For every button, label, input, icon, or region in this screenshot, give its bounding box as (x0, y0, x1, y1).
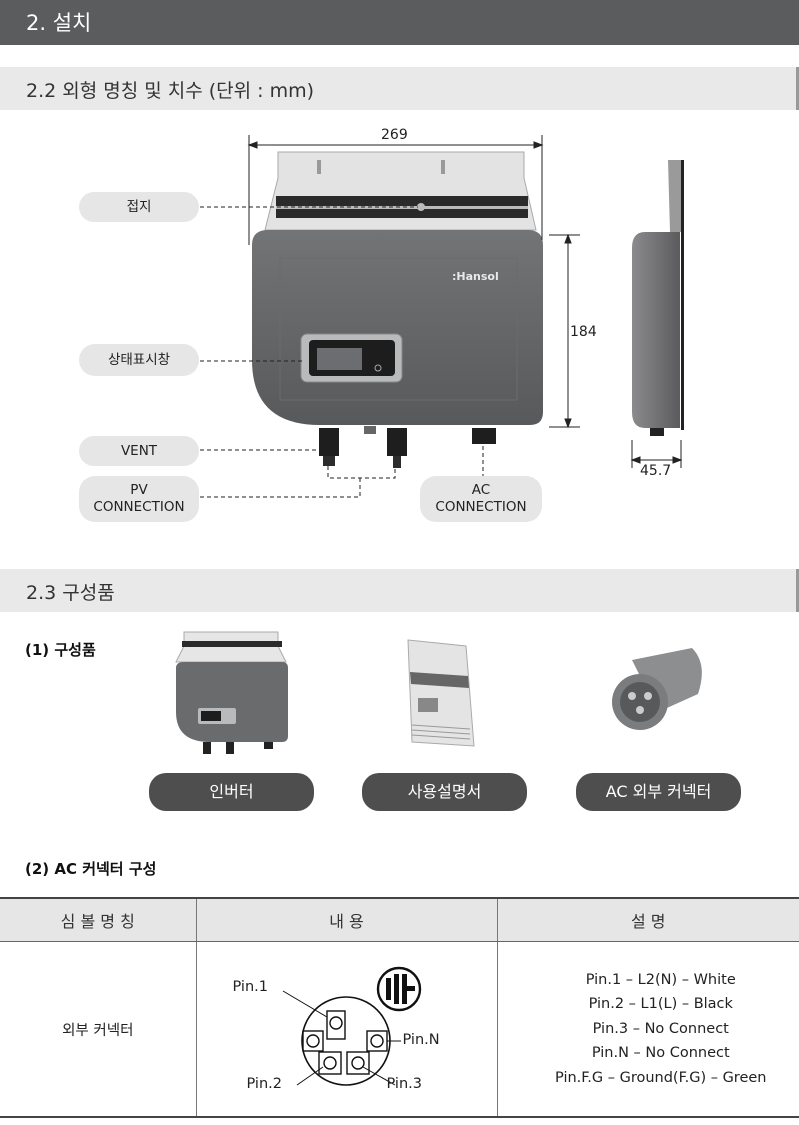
table-header-row: 심 볼 명 칭 내 용 설 명 (0, 897, 799, 942)
subsection-title: 2.2 외형 명칭 및 치수 (단위 : mm) (26, 80, 315, 102)
component-label-inverter: 인버터 (149, 773, 314, 811)
inverter-body (252, 230, 543, 425)
ac-connector-table: 심 볼 명 칭 내 용 설 명 외부 커넥터 (0, 897, 799, 1118)
callout-ac-connection: AC CONNECTION (420, 476, 542, 522)
callout-leaders (200, 206, 484, 498)
ac-label: AC (471, 482, 491, 498)
inverter-side-view (632, 160, 684, 436)
header-edge (796, 569, 799, 612)
pin-2-label: Pin.2 (246, 1076, 282, 1092)
manual-image (407, 639, 475, 747)
component-images (175, 631, 702, 754)
pv-label: PV (130, 482, 148, 498)
ac-connector-heading: (2) AC 커넥터 구성 (25, 860, 157, 878)
callout-display: 상태표시창 (79, 344, 199, 376)
pv-connection-label: CONNECTION (93, 499, 185, 515)
description-line: Pin.1 – L2(N) – White (585, 971, 736, 988)
description-line: Pin.2 – L1(L) – Black (588, 996, 733, 1013)
cell-symbol-name: 외부 커넥터 (0, 941, 196, 1118)
component-label-ac-connector: AC 외부 커넥터 (576, 773, 741, 811)
description-line: Pin.F.G – Ground(F.G) – Green (555, 1069, 767, 1086)
col-header-symbol: 심 볼 명 칭 (0, 897, 196, 942)
pin-n-label: Pin.N (402, 1032, 440, 1048)
bottom-connectors (319, 426, 496, 468)
pin-1-label: Pin.1 (232, 979, 268, 995)
section-header: 2. 설치 (0, 0, 799, 45)
ground-symbol-icon (376, 966, 421, 1012)
depth-dimension: 45.7 (640, 463, 672, 479)
width-dimension: 269 (381, 127, 408, 143)
description-line: Pin.N – No Connect (591, 1045, 730, 1062)
cell-pin-diagram: Pin.1 Pin.N Pin.2 Pin.3 (195, 941, 497, 1118)
subsection-header-dimensions: 2.2 외형 명칭 및 치수 (단위 : mm) (0, 67, 799, 110)
components-heading: (1) 구성품 (25, 641, 96, 659)
col-header-description: 설 명 (496, 897, 799, 942)
ac-connection-label: CONNECTION (435, 499, 527, 515)
pin-3-label: Pin.3 (386, 1076, 422, 1092)
device-brand-logo: :Hansol (452, 270, 499, 283)
dimension-lines (247, 135, 683, 468)
callout-pv-connection: PV CONNECTION (79, 476, 199, 522)
cell-description: Pin.1 – L2(N) – White Pin.2 – L1(L) – Bl… (496, 941, 799, 1118)
height-dimension: 184 (570, 324, 597, 340)
header-edge (796, 67, 799, 110)
inverter-dimension-drawing (200, 135, 684, 498)
pin-diagram: Pin.1 Pin.N Pin.2 Pin.3 (227, 959, 467, 1099)
subsection-header-components: 2.3 구성품 (0, 569, 799, 612)
pin-diagram-svg (282, 966, 421, 1086)
col-header-content: 내 용 (195, 897, 497, 942)
description-line: Pin.3 – No Connect (592, 1020, 729, 1037)
table-row: 외부 커넥터 (0, 941, 799, 1118)
callout-ground: 접지 (79, 192, 199, 222)
mounting-bracket (264, 151, 537, 231)
subsection-title: 2.3 구성품 (26, 582, 115, 604)
inverter-image (175, 631, 288, 754)
component-label-manual: 사용설명서 (362, 773, 527, 811)
section-title: 2. 설치 (26, 11, 92, 35)
ac-connector-image (612, 648, 702, 730)
callout-vent: VENT (79, 436, 199, 466)
